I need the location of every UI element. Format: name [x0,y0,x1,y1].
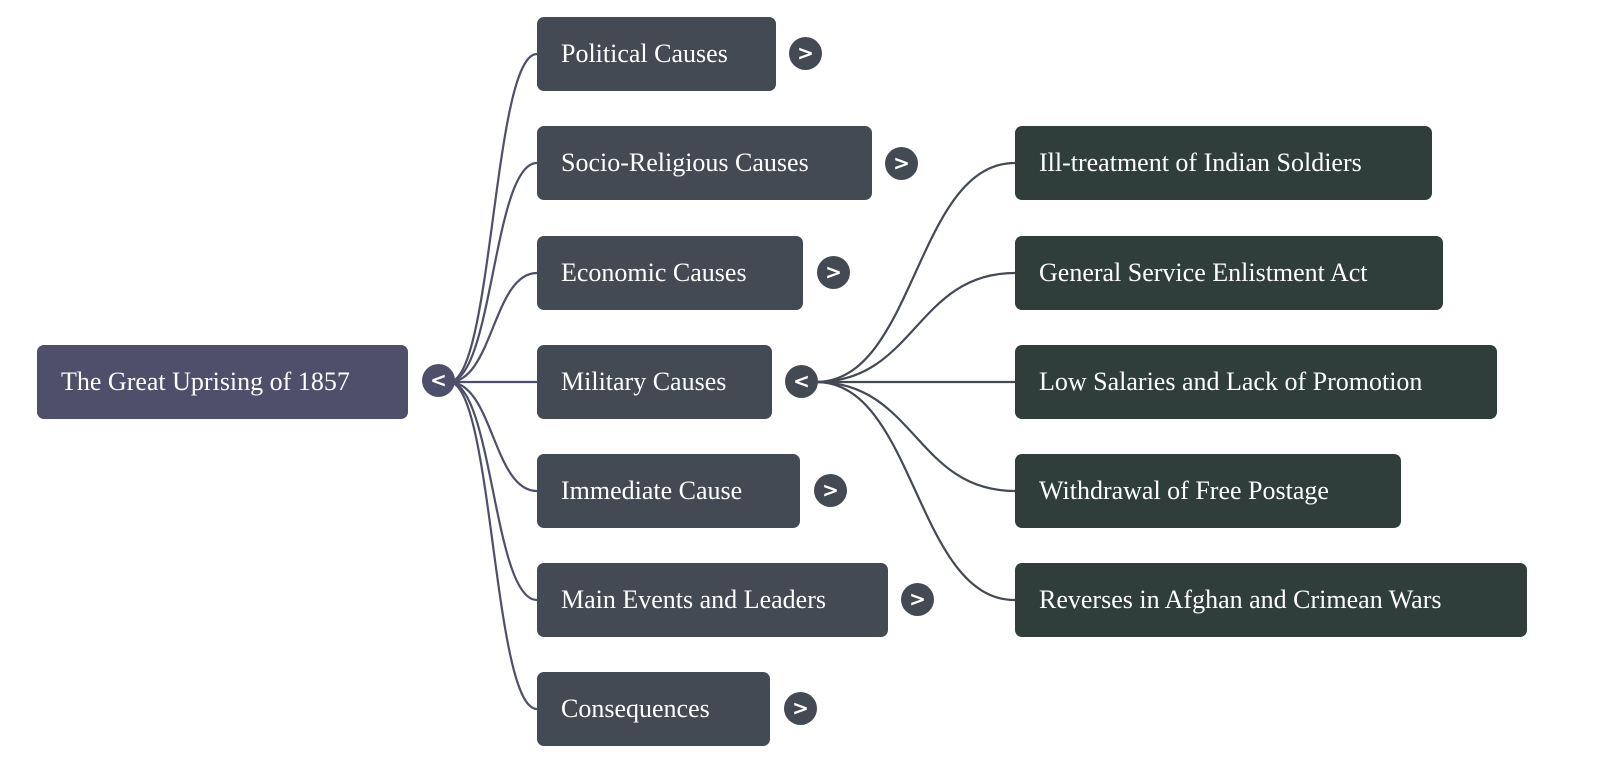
connector-military-to-leaf-0 [815,161,1016,384]
branch-economic-causes-expand-toggle[interactable]: > [817,256,850,289]
connector-root-to-branch-1 [448,161,538,384]
branch-military-causes-collapse-toggle[interactable]: < [785,365,818,398]
leaf-low-salaries-and-lack-of-promotion[interactable]: Low Salaries and Lack of Promotion [1015,345,1497,419]
leaf-general-service-enlistment-act[interactable]: General Service Enlistment Act [1015,236,1443,310]
branch-consequences-expand-toggle[interactable]: > [784,692,817,725]
branch-socio-religious-causes-expand-toggle[interactable]: > [885,147,918,180]
branch-immediate-cause-expand-toggle[interactable]: > [814,474,847,507]
branch-political-causes[interactable]: Political Causes [537,17,776,91]
connector-root-to-branch-2 [448,271,538,384]
leaf-withdrawal-of-free-postage[interactable]: Withdrawal of Free Postage [1015,454,1401,528]
connector-root-to-branch-4 [448,380,538,493]
root-collapse-toggle[interactable]: < [422,364,455,397]
connector-military-to-leaf-4 [815,380,1016,602]
connector-root-to-branch-0 [448,52,538,384]
root-node[interactable]: The Great Uprising of 1857 [37,345,408,419]
branch-socio-religious-causes[interactable]: Socio-Religious Causes [537,126,872,200]
branch-main-events-and-leaders[interactable]: Main Events and Leaders [537,563,888,637]
branch-consequences[interactable]: Consequences [537,672,770,746]
connector-military-to-leaf-3 [815,380,1016,493]
branch-economic-causes[interactable]: Economic Causes [537,236,803,310]
connector-root-to-branch-5 [448,380,538,602]
branch-main-events-and-leaders-expand-toggle[interactable]: > [901,583,934,616]
connector-military-to-leaf-1 [815,271,1016,384]
connector-root-to-branch-6 [448,380,538,711]
leaf-reverses-in-afghan-and-crimean-wars[interactable]: Reverses in Afghan and Crimean Wars [1015,563,1527,637]
leaf-ill-treatment-of-indian-soldiers[interactable]: Ill-treatment of Indian Soldiers [1015,126,1432,200]
branch-political-causes-expand-toggle[interactable]: > [789,37,822,70]
branch-military-causes[interactable]: Military Causes [537,345,772,419]
branch-immediate-cause[interactable]: Immediate Cause [537,454,800,528]
